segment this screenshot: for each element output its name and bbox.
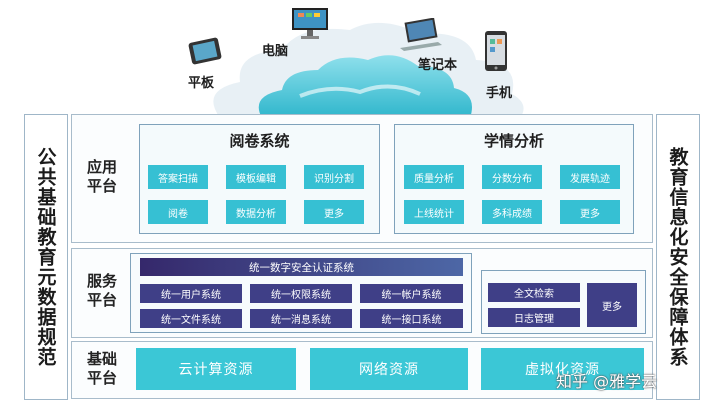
analysis-item[interactable]: 分数分布 [482,165,542,189]
metadata-standard-box: 公共基础教育元数据规范 [24,114,68,400]
unified-service-item[interactable]: 统一文件系统 [140,309,242,328]
marking-item[interactable]: 模板编辑 [226,165,286,189]
marking-item-more[interactable]: 更多 [304,200,364,224]
unified-service-item[interactable]: 统一消息系统 [250,309,352,328]
marking-item[interactable]: 识别分割 [304,165,364,189]
device-label-phone: 手机 [486,86,513,101]
application-layer-label: 应用平台 [86,158,117,195]
laptop-icon [398,17,444,56]
virtualization-resource[interactable]: 虚拟化资源 [481,348,644,390]
unified-service-item[interactable]: 统一接口系统 [360,309,463,328]
analysis-item[interactable]: 上线统计 [404,200,464,224]
service-more-button[interactable]: 更多 [587,283,637,327]
metadata-standard-label: 公共基础教育元数据规范 [34,147,57,367]
cloud-computing-resource[interactable]: 云计算资源 [136,348,296,390]
security-system-label: 教育信息化安全保障体系 [666,147,689,367]
security-system-box: 教育信息化安全保障体系 [656,114,700,400]
device-label-tablet: 平板 [188,76,215,91]
analysis-item[interactable]: 质量分析 [404,165,464,189]
cloud-icon [213,22,524,119]
fulltext-search-button[interactable]: 全文检索 [488,283,580,302]
service-layer-label: 服务平台 [86,272,117,309]
marking-item[interactable]: 阅卷 [148,200,208,224]
marking-system-title: 阅卷系统 [229,132,290,150]
log-management-button[interactable]: 日志管理 [488,308,580,327]
base-layer-label: 基础平台 [86,350,117,387]
marking-item[interactable]: 数据分析 [226,200,286,224]
analysis-item-more[interactable]: 更多 [560,200,620,224]
unified-auth-bar[interactable]: 统一数字安全认证系统 [140,258,463,276]
watermark: 知乎 @雅学云 [556,372,658,391]
unified-service-item[interactable]: 统一权限系统 [250,284,352,303]
marking-item[interactable]: 答案扫描 [148,165,208,189]
learning-analysis-title: 学情分析 [483,132,544,150]
device-label-desktop: 电脑 [262,44,289,59]
cloud-illustration [0,0,720,120]
analysis-item[interactable]: 多科成绩 [482,200,542,224]
device-label-laptop: 笔记本 [418,58,458,73]
smartphone-icon [484,30,508,76]
unified-service-item[interactable]: 统一帐户系统 [360,284,463,303]
unified-service-item[interactable]: 统一用户系统 [140,284,242,303]
tablet-icon [188,36,222,70]
network-resource[interactable]: 网络资源 [310,348,468,390]
analysis-item[interactable]: 发展轨迹 [560,165,620,189]
desktop-monitor-icon [290,6,330,44]
